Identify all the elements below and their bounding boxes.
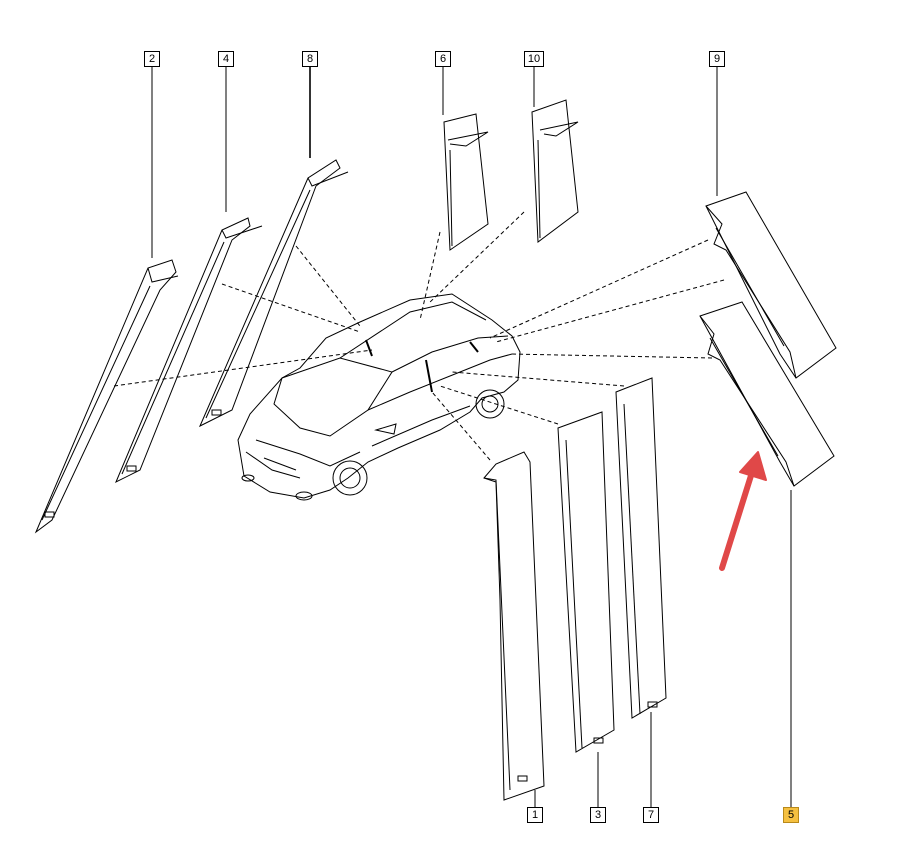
callout-5[interactable]: 5 bbox=[783, 807, 799, 823]
callout-1[interactable]: 1 bbox=[527, 807, 543, 823]
part-4-trim[interactable] bbox=[115, 217, 263, 484]
callout-10[interactable]: 10 bbox=[524, 51, 544, 67]
part-10-trim[interactable] bbox=[531, 99, 579, 243]
pointer-arrow-icon bbox=[719, 451, 767, 571]
part-9-trim[interactable] bbox=[705, 191, 837, 379]
callout-2[interactable]: 2 bbox=[144, 51, 160, 67]
part-3-trim[interactable] bbox=[557, 411, 615, 753]
part-8-trim[interactable] bbox=[198, 159, 349, 428]
callout-3[interactable]: 3 bbox=[590, 807, 606, 823]
callout-4[interactable]: 4 bbox=[218, 51, 234, 67]
leader-lines bbox=[151, 67, 792, 807]
part-6-trim[interactable] bbox=[443, 113, 489, 251]
part-7-trim[interactable] bbox=[615, 377, 667, 719]
callout-8[interactable]: 8 bbox=[302, 51, 318, 67]
part-5-trim[interactable] bbox=[699, 301, 835, 487]
callout-7[interactable]: 7 bbox=[643, 807, 659, 823]
callout-6[interactable]: 6 bbox=[435, 51, 451, 67]
callout-9[interactable]: 9 bbox=[709, 51, 725, 67]
car-illustration bbox=[237, 293, 521, 501]
reference-lines bbox=[113, 211, 725, 461]
part-1-trim[interactable] bbox=[483, 451, 545, 801]
part-2-trim[interactable] bbox=[34, 259, 179, 534]
